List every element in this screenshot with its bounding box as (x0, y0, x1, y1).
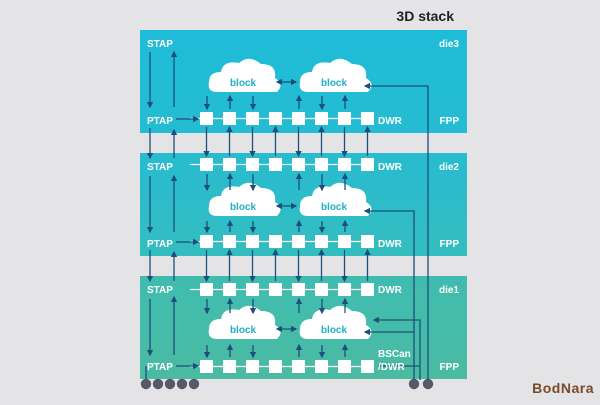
die2-ptap-label: PTAP (147, 239, 173, 250)
die1-name-label: die1 (439, 285, 459, 296)
die2-stap-label: STAP (147, 162, 173, 173)
die3-block-left: block (208, 58, 281, 92)
bottom-pad-left-3 (164, 378, 176, 390)
die2-right-bus (363, 207, 415, 380)
die1-block-right-shape (299, 305, 372, 339)
die2-block-right-shape (299, 182, 372, 216)
bottom-pad-right-1 (408, 378, 420, 390)
die3-block-left-label: block (230, 78, 257, 89)
bottom-pad-left-1 (140, 378, 152, 390)
die1-block-right: block (299, 305, 372, 339)
die3-block-right: block (299, 58, 372, 92)
die2-block-left-shape (208, 182, 281, 216)
die3-fpp-label: FPP (440, 116, 460, 127)
die1-bscan-label: BSCan (378, 349, 411, 360)
die2-block-left-label: block (230, 202, 257, 213)
diagram-title: 3D stack (396, 8, 454, 24)
die1-top-dwr-label: DWR (378, 285, 403, 296)
die2-bottom-dwr-label: DWR (378, 239, 403, 250)
bottom-pad-left-5 (188, 378, 200, 390)
die3-dwr-label: DWR (378, 116, 403, 127)
die3-ptap-label: PTAP (147, 116, 173, 127)
die1-stap-label: STAP (147, 285, 173, 296)
bottom-pad-left-2 (152, 378, 164, 390)
die1-right-bus-b (372, 316, 421, 380)
die1-block-left-shape (208, 305, 281, 339)
die2-top-dwr-label: DWR (378, 162, 403, 173)
die1-block-left: block (208, 305, 281, 339)
die3-block-right-shape (299, 58, 372, 92)
die2-block-right-label: block (321, 202, 348, 213)
die1-block-left-label: block (230, 325, 257, 336)
die1-fpp-label: FPP (440, 362, 460, 373)
die3-stap-label: STAP (147, 39, 173, 50)
die2-block-left: block (208, 182, 281, 216)
die2-fpp-label: FPP (440, 239, 460, 250)
die3-right-bus (363, 82, 429, 380)
die3-block-left-shape (208, 58, 281, 92)
die1-dwr-label: /DWR (378, 362, 405, 373)
bottom-pad-left-4 (176, 378, 188, 390)
watermark-logo: BodNara (532, 380, 594, 396)
die1-ptap-label: PTAP (147, 362, 173, 373)
die3-block-right-label: block (321, 78, 348, 89)
bottom-pad-right-2 (422, 378, 434, 390)
die1-block-right-label: block (321, 325, 348, 336)
die3-name-label: die3 (439, 39, 459, 50)
die2-name-label: die2 (439, 162, 459, 173)
die2-block-right: block (299, 182, 372, 216)
